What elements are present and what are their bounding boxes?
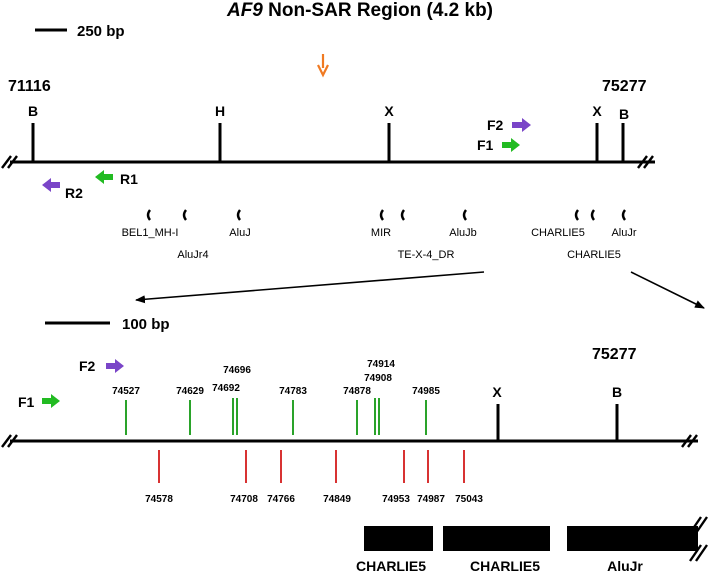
bottom-end-coord: 75277 bbox=[592, 346, 637, 363]
green-mark-label: 74696 bbox=[223, 365, 251, 376]
svg-text:H: H bbox=[215, 103, 225, 119]
repeat-bar-alujr: AluJr bbox=[567, 526, 698, 574]
green-mark-74696: 74696 bbox=[223, 365, 251, 435]
repeat-label-alujr4: AluJr4 bbox=[177, 249, 208, 261]
primer-f1-right-arrow-icon bbox=[502, 138, 520, 152]
primer-r2-left-arrow-icon bbox=[42, 178, 60, 192]
top-site-b2: B bbox=[619, 106, 629, 162]
top-scale-label: 250 bp bbox=[77, 23, 125, 40]
green-mark-label: 74783 bbox=[279, 386, 307, 397]
repeat-label-alujr: AluJr bbox=[611, 227, 636, 239]
bottom-right-break-icon bbox=[681, 434, 698, 448]
green-mark-74985: 74985 bbox=[412, 386, 440, 435]
red-mark-75043: 75043 bbox=[455, 450, 483, 505]
red-mark-74849: 74849 bbox=[323, 450, 351, 505]
svg-text:R1: R1 bbox=[120, 171, 138, 187]
repeat-bar-break-icon bbox=[689, 516, 708, 562]
top-left-break-icon bbox=[1, 155, 18, 169]
red-mark-label: 74708 bbox=[230, 494, 258, 505]
bottom-left-break-icon bbox=[1, 434, 18, 448]
red-mark-74708: 74708 bbox=[230, 450, 258, 505]
svg-text:X: X bbox=[384, 103, 394, 119]
svg-text:X: X bbox=[592, 103, 602, 119]
top-primer-r1: R1 bbox=[95, 170, 138, 187]
svg-text:F1: F1 bbox=[18, 394, 35, 410]
top-primer-f2: F2 bbox=[487, 117, 531, 133]
top-end-coord: 75277 bbox=[602, 78, 647, 95]
green-mark-label: 74629 bbox=[176, 386, 204, 397]
top-site-x2: X bbox=[592, 103, 602, 162]
repeat-label-te-x-4: TE-X-4_DR bbox=[398, 249, 455, 261]
primer-f2-right-arrow-icon bbox=[512, 118, 531, 132]
green-mark-74692: 74692 bbox=[212, 383, 240, 435]
red-mark-74987: 74987 bbox=[417, 450, 445, 505]
svg-text:R2: R2 bbox=[65, 185, 83, 201]
green-mark-label: 74878 bbox=[343, 386, 371, 397]
green-mark-label: 74527 bbox=[112, 386, 140, 397]
green-mark-74908: 74908 bbox=[364, 373, 392, 435]
green-mark-74629: 74629 bbox=[176, 386, 204, 435]
red-mark-label: 74987 bbox=[417, 494, 445, 505]
bottom-site-x: X bbox=[492, 384, 502, 441]
top-right-break-icon bbox=[637, 155, 654, 169]
bottom-scale-label: 100 bp bbox=[122, 316, 170, 333]
green-mark-label: 74914 bbox=[367, 359, 395, 370]
bottom-primer-f1-right-arrow-icon bbox=[42, 394, 60, 408]
repeat-label-aluj: AluJ bbox=[229, 227, 250, 239]
green-mark-label: 74985 bbox=[412, 386, 440, 397]
repeat-label-charlie5-a: CHARLIE5 bbox=[531, 227, 585, 239]
svg-text:B: B bbox=[612, 384, 622, 400]
red-mark-74953: 74953 bbox=[382, 450, 410, 505]
green-mark-74914: 74914 bbox=[367, 359, 395, 435]
red-mark-label: 74578 bbox=[145, 494, 173, 505]
svg-text:CHARLIE5: CHARLIE5 bbox=[356, 558, 426, 574]
top-site-b1: B bbox=[28, 103, 38, 162]
top-primer-f1: F1 bbox=[477, 137, 520, 153]
top-start-coord: 71116 bbox=[8, 78, 51, 95]
diagram-title: AF9 Non-SAR Region (4.2 kb) bbox=[226, 0, 493, 21]
zoom-arrow-right bbox=[630, 271, 705, 309]
green-mark-label: 74692 bbox=[212, 383, 240, 394]
svg-text:AluJr: AluJr bbox=[607, 558, 643, 574]
red-mark-74766: 74766 bbox=[267, 450, 295, 505]
red-mark-74578: 74578 bbox=[145, 450, 173, 505]
bottom-site-b: B bbox=[612, 384, 622, 441]
svg-text:F2: F2 bbox=[79, 358, 96, 374]
repeat-label-mir: MIR bbox=[371, 227, 391, 239]
top-site-x1: X bbox=[384, 103, 394, 162]
repeat-bar-charlie5-b: CHARLIE5 bbox=[443, 526, 550, 574]
zoom-arrow-left bbox=[135, 271, 485, 304]
orange-down-arrow-icon bbox=[317, 54, 329, 78]
green-mark-74878: 74878 bbox=[343, 386, 371, 435]
repeat-label-alujb: AluJb bbox=[449, 227, 477, 239]
red-mark-label: 74849 bbox=[323, 494, 351, 505]
svg-text:B: B bbox=[28, 103, 38, 119]
top-primer-r2: R2 bbox=[42, 178, 83, 201]
svg-text:F2: F2 bbox=[487, 117, 504, 133]
bottom-primer-f2-right-arrow-icon bbox=[106, 359, 124, 373]
green-mark-74527: 74527 bbox=[112, 386, 140, 435]
primer-r1-left-arrow-icon bbox=[95, 170, 113, 184]
top-site-h: H bbox=[215, 103, 225, 162]
repeat-label-bel1: BEL1_MH-I bbox=[122, 227, 179, 239]
repeat-element-marks bbox=[146, 209, 626, 221]
green-mark-label: 74908 bbox=[364, 373, 392, 384]
bottom-primer-f2: F2 bbox=[79, 358, 124, 374]
red-mark-label: 75043 bbox=[455, 494, 483, 505]
red-mark-label: 74953 bbox=[382, 494, 410, 505]
red-mark-label: 74766 bbox=[267, 494, 295, 505]
svg-text:B: B bbox=[619, 106, 629, 122]
svg-text:CHARLIE5: CHARLIE5 bbox=[470, 558, 540, 574]
bottom-primer-f1: F1 bbox=[18, 394, 60, 410]
repeat-label-charlie5-b: CHARLIE5 bbox=[567, 249, 621, 261]
svg-text:F1: F1 bbox=[477, 137, 494, 153]
repeat-bar-charlie5-a: CHARLIE5 bbox=[356, 526, 433, 574]
svg-text:X: X bbox=[492, 384, 502, 400]
green-mark-74783: 74783 bbox=[279, 386, 307, 435]
